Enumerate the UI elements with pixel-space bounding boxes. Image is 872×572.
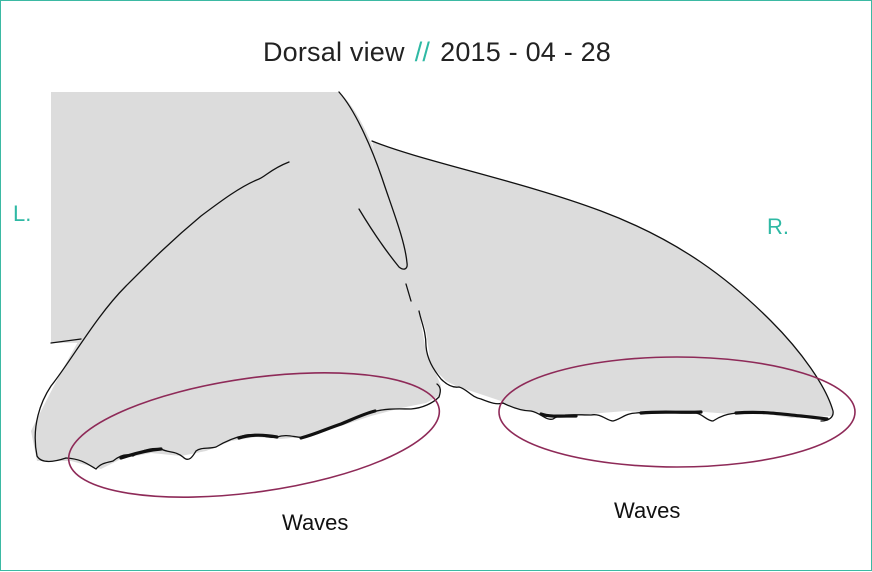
right-fluke: [372, 141, 833, 418]
left-fluke: [31, 92, 441, 469]
right-side-label: R.: [767, 214, 789, 239]
left-wave-ellipse: [67, 372, 441, 498]
median-notch-line: [338, 91, 408, 270]
fluke-division-line: [405, 283, 504, 405]
left-waves-label: Waves: [282, 510, 349, 535]
left-edge-mark: [119, 409, 377, 460]
diagram-title: Dorsal view // 2015 - 04 - 28: [1, 37, 872, 68]
view-label: Dorsal view: [262, 37, 405, 67]
right-leading-edge: [371, 140, 834, 422]
right-edge-mark: [539, 410, 829, 421]
title-separator: //: [414, 37, 431, 67]
left-leading-edge: [34, 161, 290, 463]
right-waves-label: Waves: [614, 498, 681, 523]
date-label: 2015 - 04 - 28: [440, 37, 612, 67]
body-lower-edge: [50, 338, 82, 344]
right-wave-ellipse: [498, 356, 856, 468]
left-trailing-edge: [65, 383, 441, 470]
left-side-label: L.: [13, 201, 32, 226]
